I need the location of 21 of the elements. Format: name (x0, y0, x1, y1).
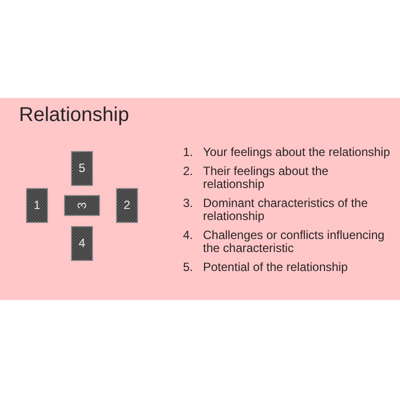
card-number: 4 (78, 237, 86, 250)
list-number: 1. (183, 146, 194, 159)
list-number: 2. (183, 165, 194, 180)
list-item-text: Potential of the relationship (203, 261, 349, 274)
tarot-card (71, 151, 93, 186)
tarot-card (71, 226, 93, 261)
card-number: 3 (76, 202, 88, 209)
card-number: 2 (124, 199, 130, 212)
slide-title: Relationship (19, 103, 130, 127)
list-item-text: Dominant characteristics of the relationship (203, 197, 369, 223)
tarot-card (116, 188, 138, 223)
list-number: 5. (183, 261, 194, 274)
card-number: 1 (34, 199, 40, 212)
list-item-text: Their feelings about the relationship (203, 165, 330, 191)
list-number: 4. (183, 229, 194, 244)
tarot-card (26, 188, 48, 223)
list-item-text: Your feelings about the relationship (203, 146, 391, 159)
card-number: 5 (78, 162, 86, 175)
list-item-text: Challenges or conflicts influencing the characteristic (203, 229, 386, 255)
tarot-card (64, 195, 100, 216)
list-number: 3. (183, 197, 194, 212)
